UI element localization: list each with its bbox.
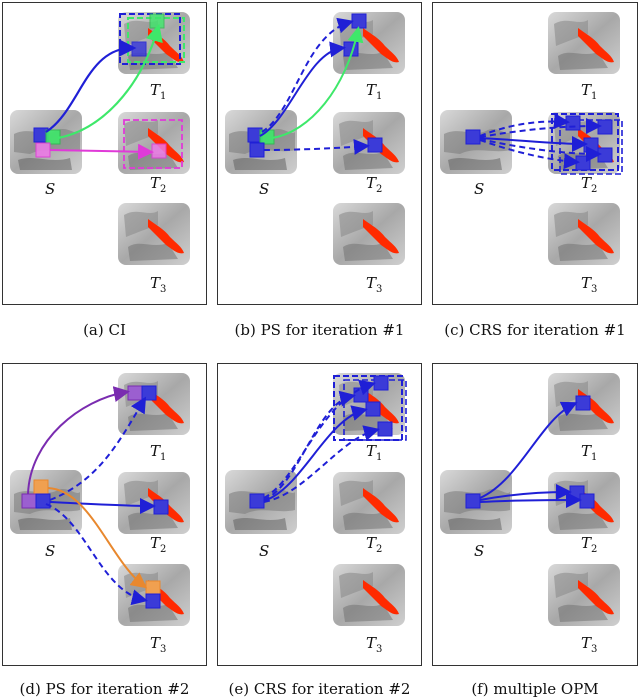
svg-text:1: 1 [376, 91, 382, 102]
svg-text:T: T [150, 534, 161, 552]
svg-text:2: 2 [591, 544, 597, 555]
svg-text:T: T [581, 634, 592, 652]
patch-magenta [151, 143, 167, 159]
svg-text:2: 2 [376, 544, 382, 555]
patch-blue [131, 41, 147, 57]
svg-text:T: T [366, 81, 377, 99]
caption-d: (d) PS for iteration #2 [19, 680, 190, 698]
svg-text:T: T [581, 81, 592, 99]
svg-text:1: 1 [160, 452, 166, 463]
caption-c: (c) CRS for iteration #1 [444, 321, 626, 339]
svg-text:3: 3 [591, 644, 597, 655]
svg-text:S: S [474, 180, 484, 198]
svg-text:2: 2 [160, 544, 166, 555]
panel-b-content: S T 1 T 2 T 3 [225, 12, 405, 295]
svg-text:1: 1 [591, 452, 597, 463]
svg-text:S: S [474, 542, 484, 560]
caption-a: (a) CI [83, 321, 126, 339]
label-t2: T [150, 174, 161, 192]
svg-text:1: 1 [376, 452, 382, 463]
patch-blue-t1a [351, 13, 367, 29]
svg-text:3: 3 [160, 644, 166, 655]
svg-text:3: 3 [376, 284, 382, 295]
source-patch-magenta [35, 142, 51, 158]
t2-image [118, 112, 190, 174]
search-window-magenta [123, 119, 183, 169]
label-t1: T [150, 81, 161, 99]
svg-text:3: 3 [376, 644, 382, 655]
panel-e-content: S T 1 T 2 T 3 [225, 373, 407, 655]
patch-blue-t2 [367, 137, 383, 153]
patch-green [149, 13, 165, 29]
label-t2-sub: 2 [160, 184, 166, 195]
svg-text:T: T [366, 534, 377, 552]
svg-text:T: T [366, 174, 377, 192]
caption-f: (f) multiple OPM [471, 680, 599, 698]
arrow-green [57, 23, 163, 140]
svg-text:T: T [581, 534, 592, 552]
svg-text:T: T [366, 634, 377, 652]
caption-e: (e) CRS for iteration #2 [228, 680, 411, 698]
svg-text:T: T [366, 274, 377, 292]
arrow-blue [45, 39, 137, 133]
label-t3-sub: 3 [160, 284, 166, 295]
svg-text:T: T [150, 634, 161, 652]
svg-text:T: T [581, 442, 592, 460]
svg-text:3: 3 [591, 284, 597, 295]
svg-text:1: 1 [591, 91, 597, 102]
panel-a-content: S T 1 T 2 T 3 [10, 12, 190, 295]
label-t1-sub: 1 [160, 91, 166, 102]
svg-text:S: S [45, 542, 55, 560]
label-t3: T [150, 274, 161, 292]
panel-c-content: S T 1 T 2 T 3 [440, 12, 623, 295]
panel-d-content: S T 1 T 2 T 3 [10, 373, 190, 655]
svg-text:S: S [259, 180, 269, 198]
label-s: S [45, 180, 55, 198]
svg-text:2: 2 [591, 184, 597, 195]
svg-text:S: S [259, 542, 269, 560]
caption-b: (b) PS for iteration #1 [234, 321, 405, 339]
svg-text:T: T [150, 442, 161, 460]
svg-text:T: T [581, 174, 592, 192]
svg-text:T: T [366, 442, 377, 460]
t3-image [118, 203, 190, 265]
arrow-magenta [49, 143, 154, 160]
panel-f-content: S T 1 T 2 T 3 [440, 373, 620, 655]
svg-text:T: T [581, 274, 592, 292]
svg-text:2: 2 [376, 184, 382, 195]
